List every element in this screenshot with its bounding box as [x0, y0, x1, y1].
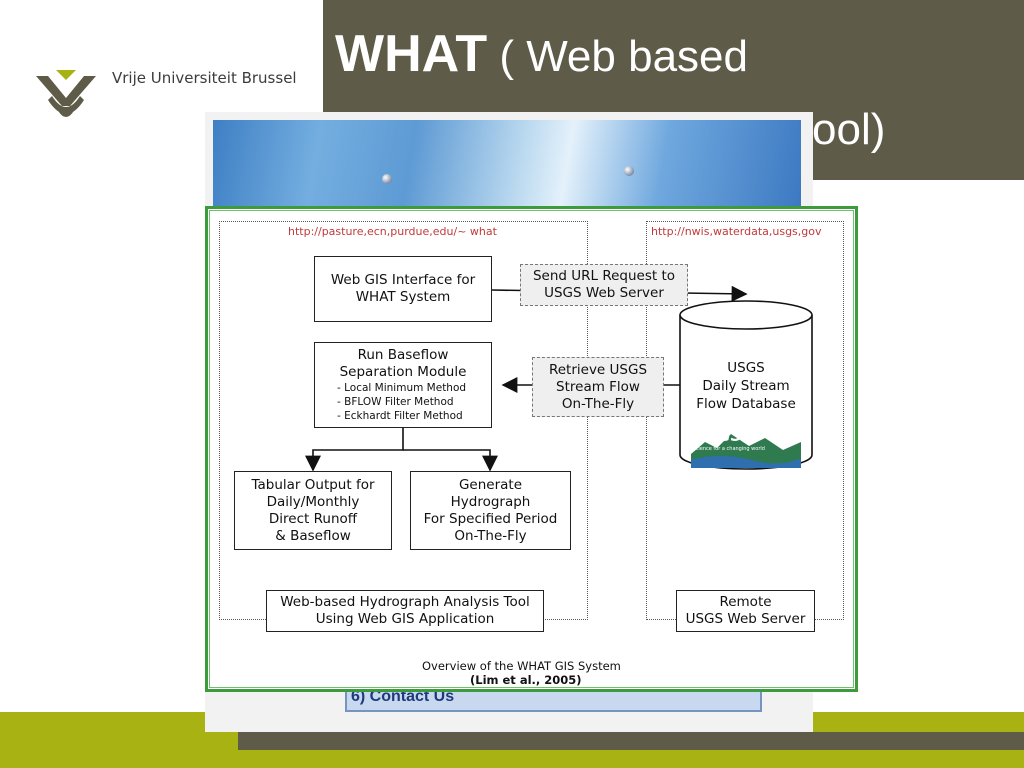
- bubble-decoration: [624, 166, 634, 176]
- title-acronym: WHAT: [335, 25, 488, 83]
- tabular-line-4: & Baseflow: [275, 527, 351, 544]
- usgs-logo-icon: [691, 424, 801, 468]
- remote-line-1: Remote: [719, 594, 772, 610]
- diagram-citation: (Lim et al., 2005): [470, 673, 582, 687]
- tool-label-line-1: Web-based Hydrograph Analysis Tool: [280, 594, 530, 610]
- retrieve-line-2: Stream Flow: [556, 378, 640, 395]
- hydrograph-line-1: Generate: [458, 476, 523, 493]
- bubble-decoration: [382, 174, 392, 184]
- right-url-label: http://nwis,waterdata,usgs,gov: [648, 225, 825, 238]
- hydrograph-line-3: For Specified Period: [423, 510, 558, 527]
- tabular-line-3: Direct Runoff: [268, 510, 358, 527]
- baseflow-module-box: Run Baseflow Separation Module - Local M…: [314, 342, 492, 428]
- usgs-logo-text: USGS: [693, 426, 743, 445]
- tabular-line-1: Tabular Output for: [251, 476, 375, 493]
- hydrograph-line-4: On-The-Fly: [454, 527, 527, 544]
- database-line-2: Daily Stream: [702, 378, 790, 394]
- slide-title: WHAT ( Web based: [335, 28, 748, 81]
- hydrograph-arrow: [403, 449, 498, 472]
- left-url-label: http://pasture,ecn,purdue,edu/~ what: [285, 225, 500, 238]
- tabular-output-box: Tabular Output for Daily/Monthly Direct …: [234, 471, 392, 550]
- database-line-3: Flow Database: [696, 396, 796, 412]
- retrieve-line-1: Retrieve USGS: [548, 361, 648, 378]
- contact-menu-label: 6) Contact Us: [351, 688, 455, 705]
- method-local-minimum: - Local Minimum Method: [337, 382, 467, 394]
- contact-menu-bar: [345, 688, 762, 712]
- retrieve-line-3: On-The-Fly: [561, 395, 635, 412]
- database-line-1: USGS: [727, 360, 765, 376]
- remote-line-2: USGS Web Server: [685, 611, 806, 627]
- method-eckhardt: - Eckhardt Filter Method: [337, 410, 463, 422]
- baseflow-line-1: Run Baseflow: [357, 347, 449, 363]
- web-gis-line-2: WHAT System: [355, 289, 451, 305]
- diagram-caption: Overview of the WHAT GIS System: [422, 659, 621, 673]
- database-label: USGS Daily Stream Flow Database: [686, 359, 806, 413]
- tool-label-line-2: Using Web GIS Application: [315, 611, 495, 627]
- water-banner-image: [213, 120, 801, 206]
- method-bflow: - BFLOW Filter Method: [337, 396, 454, 408]
- web-gis-interface-box: Web GIS Interface for WHAT System: [314, 256, 492, 322]
- send-request-line-2: USGS Web Server: [544, 285, 664, 301]
- remote-server-box: Remote USGS Web Server: [676, 590, 815, 632]
- tool-label-box: Web-based Hydrograph Analysis Tool Using…: [266, 590, 544, 632]
- hydrograph-line-2: Hydrograph: [450, 493, 531, 510]
- hydrograph-box: Generate Hydrograph For Specified Period…: [410, 471, 571, 550]
- database-top: [679, 300, 813, 330]
- send-request-box: Send URL Request to USGS Web Server: [520, 264, 688, 306]
- tabular-line-2: Daily/Monthly: [266, 493, 360, 510]
- retrieve-box: Retrieve USGS Stream Flow On-The-Fly: [532, 357, 664, 417]
- diagram-inner-frame: [209, 210, 854, 688]
- web-gis-line-1: Web GIS Interface for: [330, 272, 476, 288]
- usgs-tagline: science for a changing world: [693, 446, 765, 452]
- vub-logo-icon: [36, 70, 96, 117]
- send-request-line-1: Send URL Request to: [532, 268, 676, 284]
- baseflow-line-2: Separation Module: [339, 364, 467, 380]
- university-name: Vrije Universiteit Brussel: [112, 69, 297, 87]
- title-line2-fragment: ool): [812, 105, 886, 154]
- footer-dark-bar: [238, 732, 1024, 750]
- title-subtitle: ( Web based: [487, 32, 748, 81]
- tabular-arrow: [305, 428, 404, 472]
